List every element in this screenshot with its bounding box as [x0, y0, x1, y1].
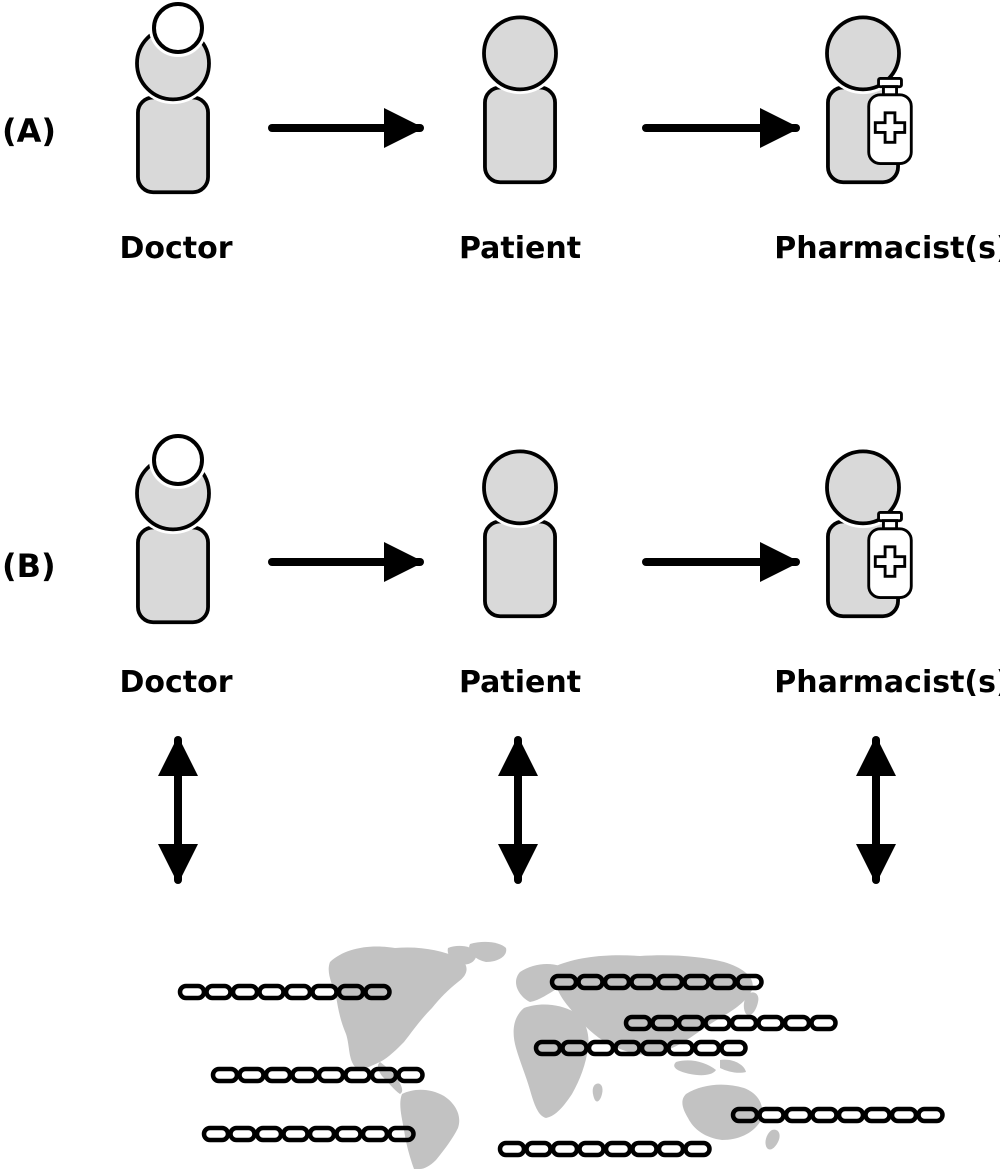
- chain-link: [682, 973, 711, 991]
- chain-link: [524, 1140, 553, 1158]
- chain-link: [729, 1014, 759, 1032]
- chain-link: [307, 1125, 337, 1143]
- blockchain-network: [177, 973, 945, 1158]
- actor-label-pharmacist: Pharmacist(s): [774, 231, 1000, 266]
- pharmacist-icon: [827, 451, 914, 616]
- chain-link: [703, 1014, 732, 1032]
- chain-link: [735, 973, 764, 991]
- chain-link: [254, 1125, 284, 1143]
- chain-link: [639, 1039, 669, 1057]
- actor-label-patient: Patient: [459, 231, 581, 266]
- chain-link: [228, 1125, 257, 1143]
- patient-icon: [484, 17, 556, 182]
- chain-link: [810, 1106, 839, 1124]
- actor-label-pharmacist: Pharmacist(s): [774, 665, 1000, 700]
- chain-link: [889, 1106, 919, 1124]
- chain-link: [369, 1066, 399, 1084]
- chain-link: [533, 1039, 563, 1057]
- chain-link: [283, 983, 313, 1001]
- chain-link: [316, 1066, 346, 1084]
- chain-link: [387, 1125, 416, 1143]
- chain-link: [602, 973, 632, 991]
- doctor-icon: [137, 0, 209, 192]
- chain-link: [201, 1125, 231, 1143]
- chain-link: [630, 1140, 659, 1158]
- chain-link-icon: [549, 973, 764, 991]
- chain-link: [576, 973, 605, 991]
- chain-link: [560, 1039, 589, 1057]
- chain-link: [281, 1125, 310, 1143]
- chain-link: [290, 1066, 319, 1084]
- chain-link: [237, 1066, 266, 1084]
- panel-b: Doctor Patient Pharmacist(s): [119, 431, 1000, 884]
- panel-a: Doctor Patient Pharmacist(s): [119, 0, 1000, 266]
- chain-link: [204, 983, 233, 1001]
- chain-link: [782, 1014, 812, 1032]
- chain-link: [863, 1106, 892, 1124]
- chain-link: [603, 1140, 633, 1158]
- chain-link: [613, 1039, 642, 1057]
- pharmacist-icon: [827, 17, 914, 182]
- chain-link: [809, 1014, 838, 1032]
- chain-link: [577, 1140, 606, 1158]
- chain-link: [396, 1066, 425, 1084]
- chain-link: [676, 1014, 706, 1032]
- chain-link-icon: [533, 1039, 748, 1057]
- chain-link: [757, 1106, 786, 1124]
- chain-link: [310, 983, 339, 1001]
- chain-link: [836, 1106, 866, 1124]
- chain-link: [656, 1140, 686, 1158]
- patient-icon: [484, 451, 556, 616]
- chain-link: [916, 1106, 945, 1124]
- chain-link: [683, 1140, 712, 1158]
- chain-link: [708, 973, 738, 991]
- chain-link: [210, 1066, 240, 1084]
- chain-link: [650, 1014, 679, 1032]
- chain-link: [263, 1066, 293, 1084]
- chain-link: [549, 973, 579, 991]
- actor-label-doctor: Doctor: [119, 231, 232, 266]
- chain-link: [756, 1014, 785, 1032]
- panel-label-b: (B): [2, 547, 56, 585]
- chain-link: [692, 1039, 722, 1057]
- chain-link: [666, 1039, 695, 1057]
- chain-link-icon: [623, 1014, 838, 1032]
- chain-link: [177, 983, 207, 1001]
- chain-link: [336, 983, 366, 1001]
- chain-link: [230, 983, 260, 1001]
- chain-link: [334, 1125, 363, 1143]
- chain-link: [719, 1039, 748, 1057]
- chain-link: [730, 1106, 760, 1124]
- chain-link: [360, 1125, 390, 1143]
- actor-label-doctor: Doctor: [119, 665, 232, 700]
- actor-label-patient: Patient: [459, 665, 581, 700]
- chain-link-icon: [177, 983, 392, 1001]
- chain-link-icon: [497, 1140, 712, 1158]
- chain-link: [623, 1014, 653, 1032]
- chain-link: [550, 1140, 580, 1158]
- chain-link: [257, 983, 286, 1001]
- chain-link: [586, 1039, 616, 1057]
- chain-link-icon: [730, 1106, 945, 1124]
- chain-link: [343, 1066, 372, 1084]
- chain-link: [783, 1106, 813, 1124]
- chain-link-icon: [210, 1066, 425, 1084]
- panel-label-a: (A): [2, 112, 56, 150]
- chain-link: [629, 973, 658, 991]
- chain-link: [655, 973, 685, 991]
- chain-link-icon: [201, 1125, 416, 1143]
- chain-link: [363, 983, 392, 1001]
- doctor-icon: [137, 431, 209, 622]
- chain-link: [497, 1140, 527, 1158]
